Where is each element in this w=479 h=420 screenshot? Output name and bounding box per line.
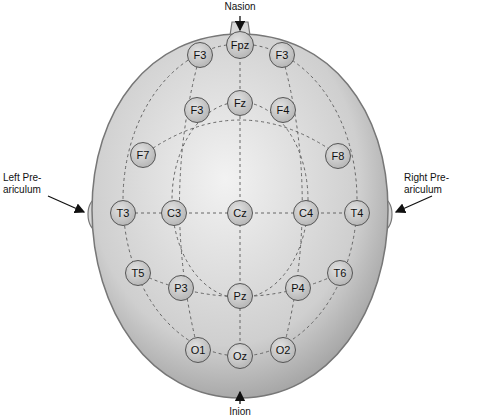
grid-lines — [123, 44, 357, 356]
electrode-circle: C4 — [293, 200, 319, 226]
electrode-circle: Fz — [227, 90, 253, 116]
electrode-label: F3 — [194, 49, 207, 61]
electrode-label: O2 — [276, 344, 291, 356]
electrode-circle: F7 — [130, 142, 156, 168]
electrode-label: Cz — [233, 207, 246, 219]
electrode-label: F8 — [332, 150, 345, 162]
electrode-circle: F3 — [269, 42, 295, 68]
electrode-label: O1 — [191, 344, 206, 356]
electrode-label: T6 — [334, 267, 347, 279]
electrode-circle: T4 — [344, 200, 370, 226]
pointer-arrows — [48, 16, 432, 404]
electrode-circle: T5 — [125, 260, 151, 286]
electrode-label: Oz — [233, 350, 247, 362]
electrode-circle: Pz — [227, 283, 253, 309]
electrode-circle: F3 — [187, 42, 213, 68]
head-outline — [92, 34, 388, 398]
electrode-label: C3 — [167, 207, 181, 219]
electrode-circle: O2 — [270, 337, 296, 363]
electrode-circle: F3 — [184, 97, 210, 123]
landmark-label: Left Pre-ariculum — [3, 172, 75, 195]
electrode-circle: F4 — [270, 97, 296, 123]
electrode-label: Pz — [234, 290, 247, 302]
electrode-circle: Fpz — [226, 31, 254, 59]
electrode-circle: Oz — [227, 343, 253, 369]
electrode-circle: C3 — [161, 200, 187, 226]
electrode-label: Fpz — [231, 39, 249, 51]
electrode-circle: T3 — [110, 200, 136, 226]
electrode-circle: T6 — [327, 260, 353, 286]
electrode-label: F3 — [276, 49, 289, 61]
electrode-circle: P4 — [285, 275, 311, 301]
electrode-circle: O1 — [185, 337, 211, 363]
electrode-label: F7 — [137, 149, 150, 161]
electrode-label: F3 — [191, 104, 204, 116]
landmark-label: Inion — [200, 406, 280, 418]
electrode-label: Fz — [234, 97, 246, 109]
electrode-label: C4 — [299, 207, 313, 219]
electrode-label: T3 — [117, 207, 130, 219]
electrode-label: T4 — [351, 207, 364, 219]
electrode-circle: Cz — [227, 200, 253, 226]
electrode-label: P3 — [174, 282, 187, 294]
electrode-label: F4 — [277, 104, 290, 116]
electrode-circle: F8 — [325, 143, 351, 169]
landmark-label: Right Pre-ariculum — [404, 172, 476, 195]
landmark-label: Nasion — [200, 1, 280, 13]
electrode-label: P4 — [291, 282, 304, 294]
electrode-circle: P3 — [168, 275, 194, 301]
electrode-label: T5 — [132, 267, 145, 279]
